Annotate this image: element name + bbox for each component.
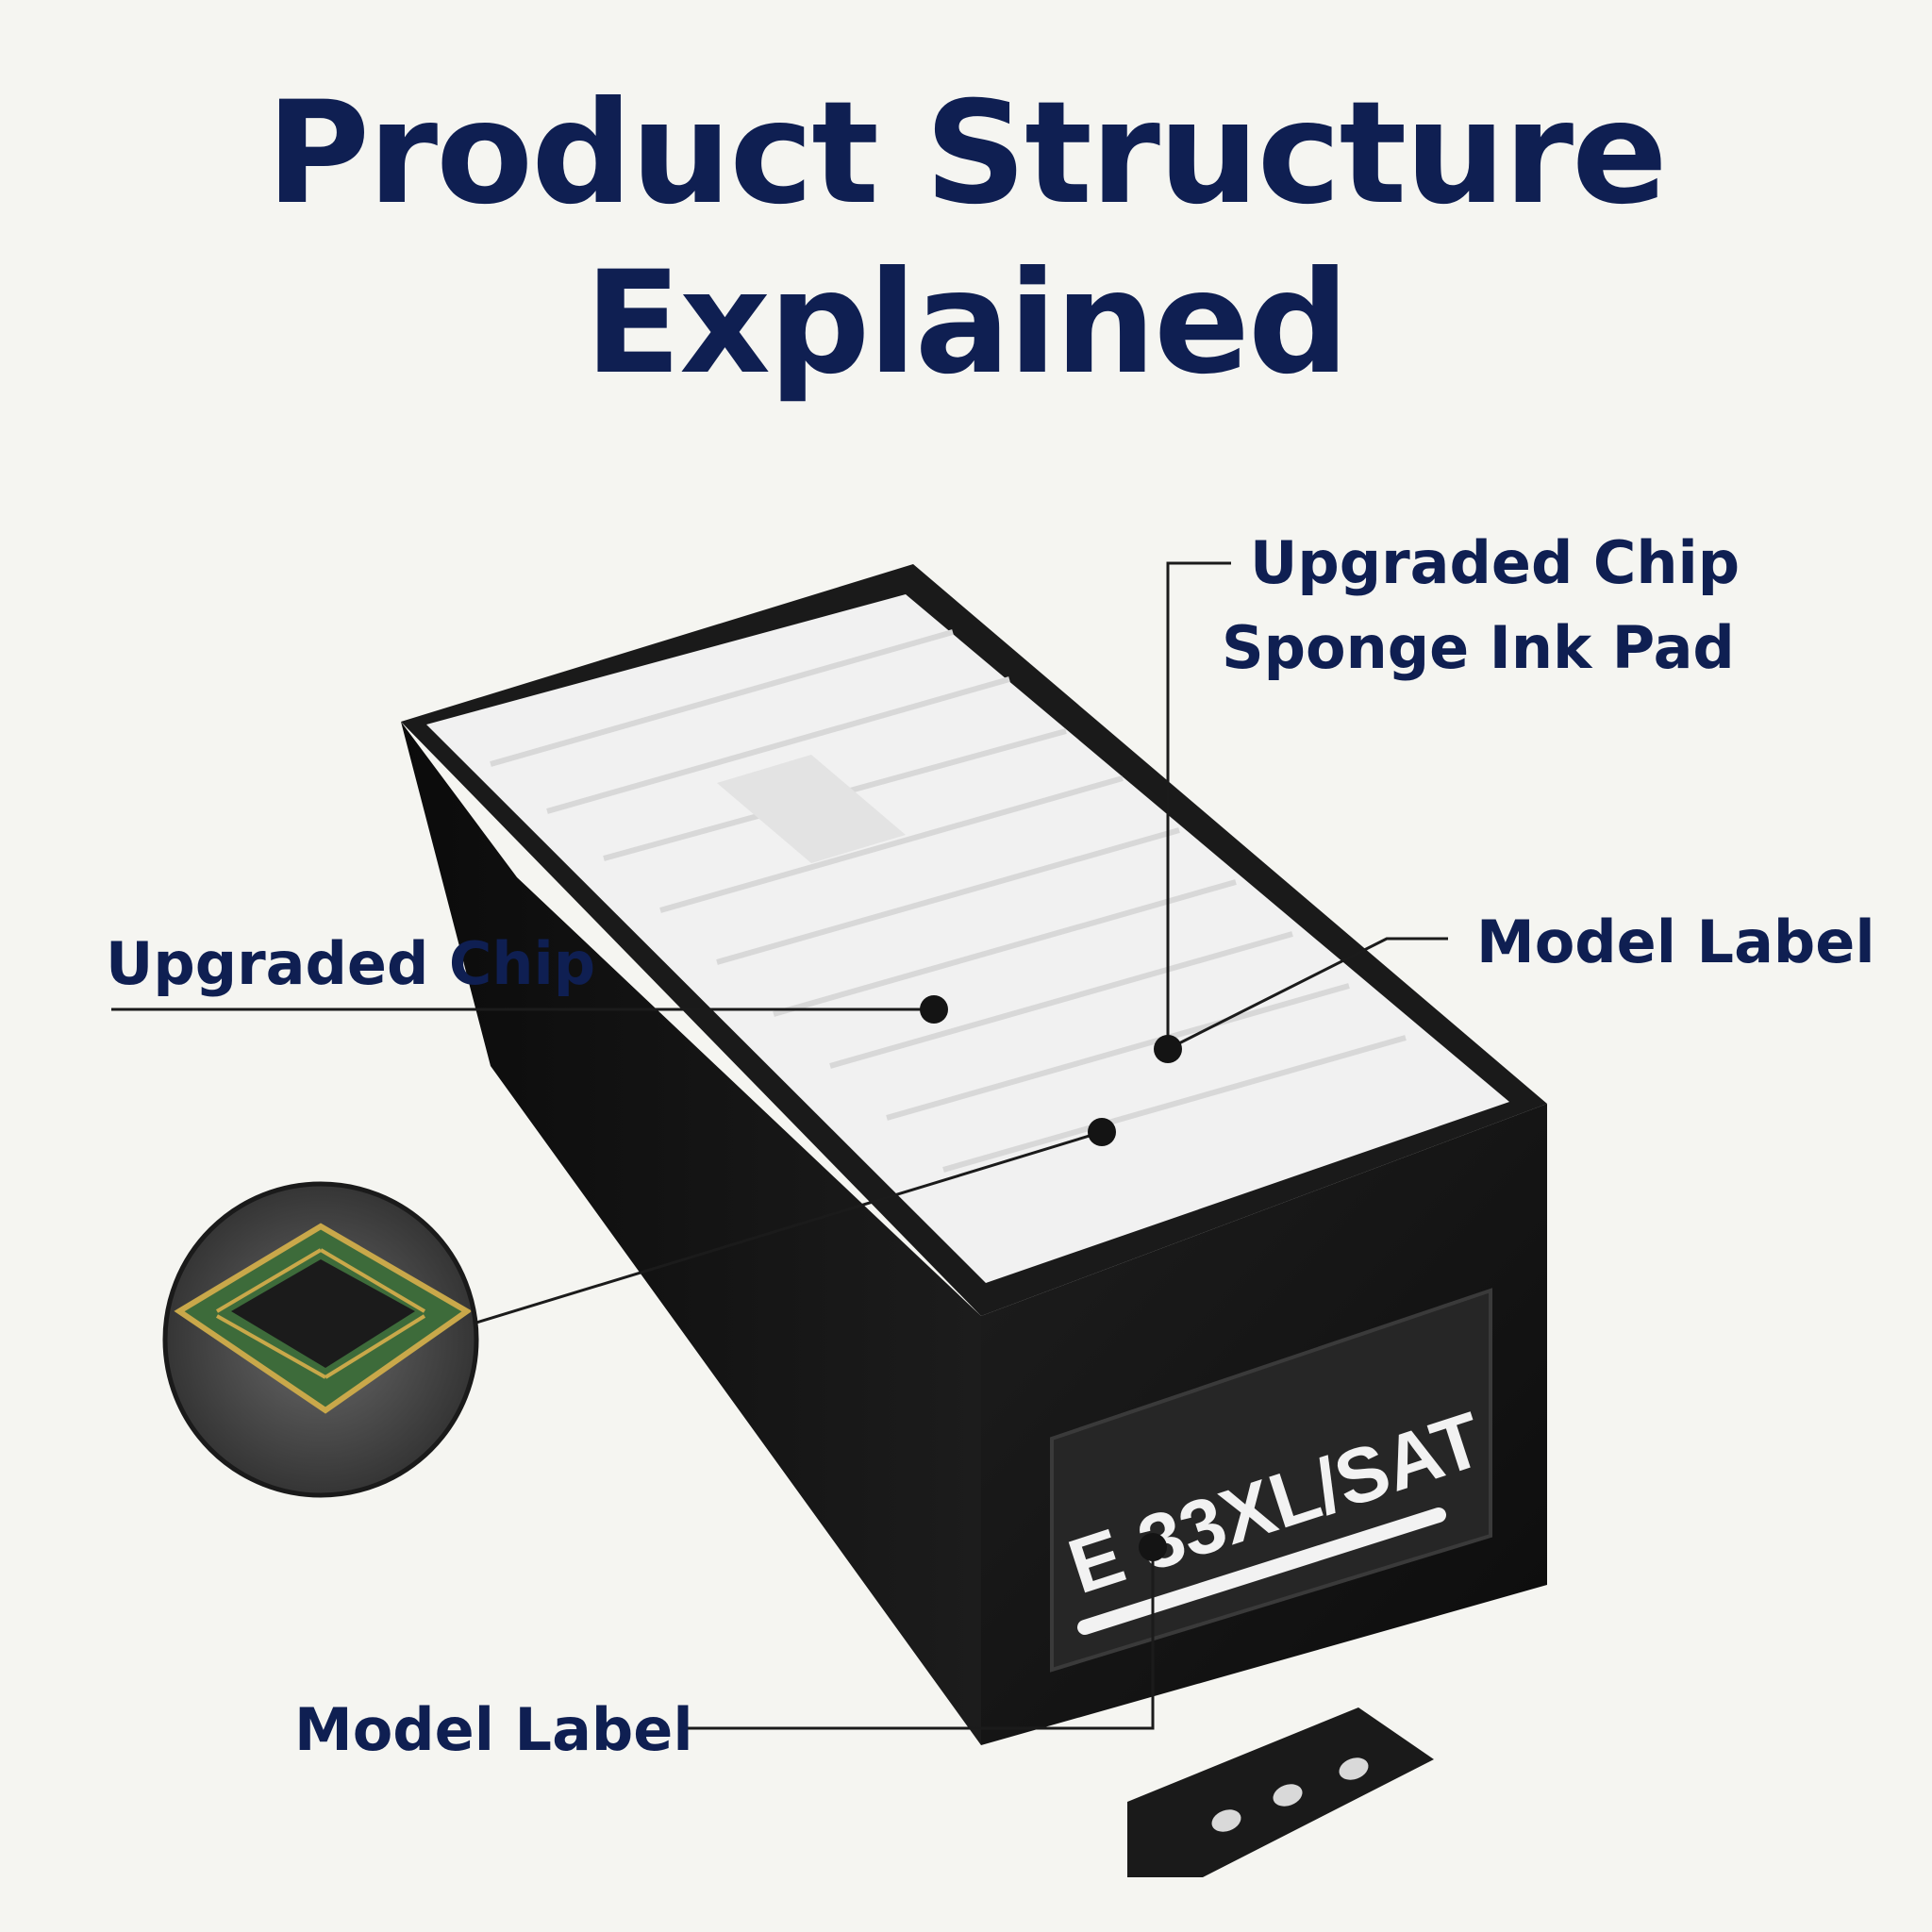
callout-model-label-right: Model Label xyxy=(1476,908,1875,976)
bracket-holes xyxy=(1211,1757,1369,1832)
callout-upgraded-chip-top: Upgraded Chip xyxy=(1250,528,1740,597)
page-title-line-2: Explained xyxy=(584,242,1350,406)
chip-die-icon xyxy=(231,1259,415,1368)
callout-upgraded-chip-left: Upgraded Chip xyxy=(106,929,596,998)
callout-model-label-bottom: Model Label xyxy=(294,1695,693,1764)
callout-sponge-ink-pad: Sponge Ink Pad xyxy=(1222,613,1735,682)
model-label-bar xyxy=(1077,1507,1446,1635)
callout-lines xyxy=(111,561,1448,1730)
housing-left-side xyxy=(401,722,981,1745)
page-title-line-1: Product Structure xyxy=(266,72,1668,236)
sponge-recess xyxy=(717,755,906,863)
sponge-ridges xyxy=(490,629,1407,1173)
chip-magnifier xyxy=(162,1181,479,1498)
model-label-plate xyxy=(1050,1288,1492,1673)
callout-dots xyxy=(920,995,1182,1561)
